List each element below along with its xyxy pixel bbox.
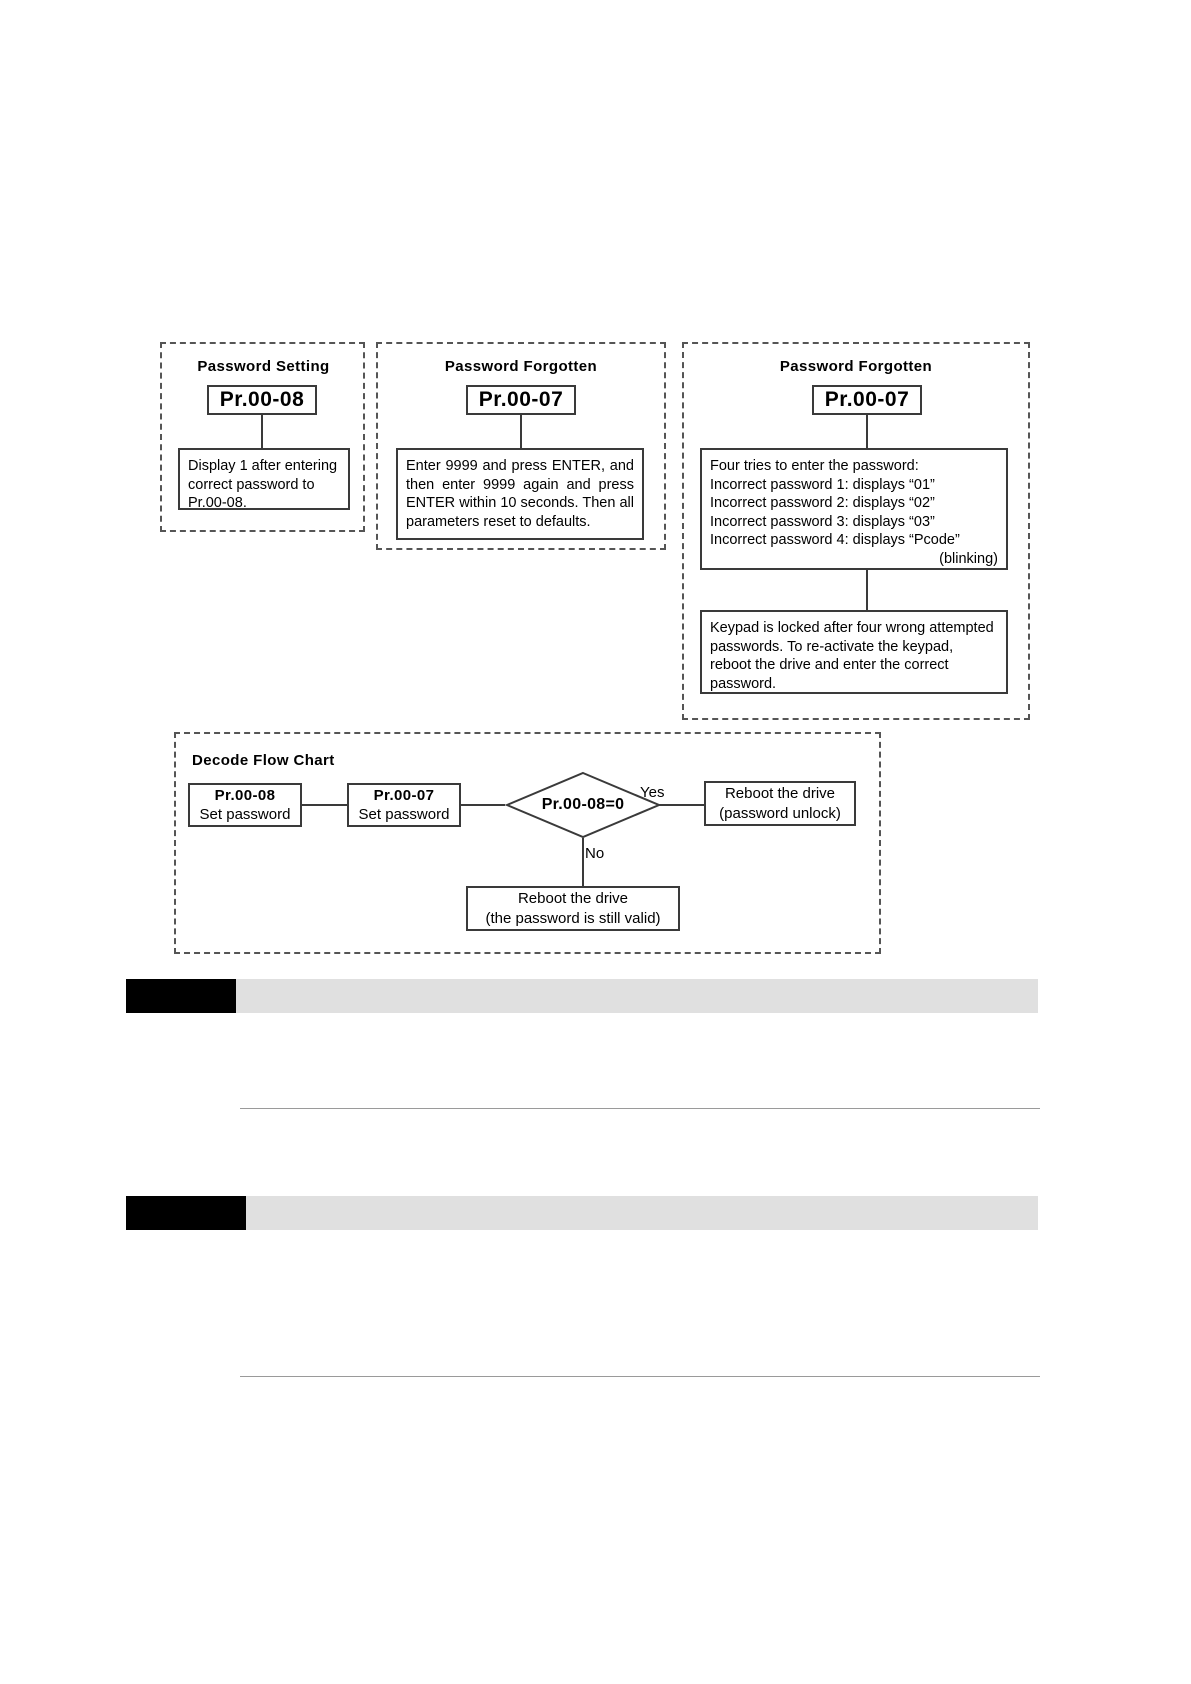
flow-node-reboot-password-valid: Reboot the drive (the password is still … <box>466 886 680 931</box>
flow-decision-pr0008-equals-zero: Pr.00-08=0 <box>504 771 662 839</box>
box-reset-instructions: Enter 9999 and press ENTER, and then ent… <box>396 448 644 540</box>
connector-pr0007-to-attempts <box>866 415 868 448</box>
connector-pr0007-to-reset-note <box>520 415 522 448</box>
section-bar-top-fill <box>236 979 1038 1013</box>
flow-no-line-2: (the password is still valid) <box>485 909 661 927</box>
horizontal-rule-1 <box>240 1108 1040 1109</box>
panel-password-forgotten-reset-title: Password Forgotten <box>444 358 598 375</box>
connector-decision-yes <box>659 804 704 806</box>
flow-node-1-parameter: Pr.00-08 <box>214 786 276 804</box>
section-bar-bottom-marker <box>126 1196 246 1230</box>
attempts-blinking-note: (blinking) <box>939 550 998 567</box>
connector-attempts-to-locked <box>866 570 868 610</box>
attempt-line-4: Incorrect password 4: displays “Pcode” <box>710 532 960 549</box>
panel-decode-flow-chart <box>174 732 881 954</box>
connector-decision-no <box>582 838 584 886</box>
flow-no-line-1: Reboot the drive <box>517 890 629 907</box>
box-parameter-pr0008: Pr.00-08 <box>207 385 317 415</box>
flow-decision-label: Pr.00-08=0 <box>541 796 625 813</box>
section-bar-bottom <box>126 1196 1038 1230</box>
attempts-heading: Four tries to enter the password: <box>710 458 919 474</box>
flow-node-set-password-pr0008: Pr.00-08 Set password <box>188 783 302 827</box>
flow-node-2-action: Set password <box>358 806 450 823</box>
section-bar-bottom-fill <box>246 1196 1038 1230</box>
flow-yes-line-1: Reboot the drive <box>724 785 836 802</box>
horizontal-rule-2 <box>240 1376 1040 1377</box>
panel-password-setting <box>160 342 365 532</box>
decode-flow-chart-title: Decode Flow Chart <box>192 752 335 769</box>
diamond-shape <box>504 771 662 839</box>
panel-password-forgotten-lock-title: Password Forgotten <box>779 358 933 375</box>
flow-yes-line-2: (password unlock) <box>719 804 841 822</box>
attempt-line-2: Incorrect password 2: displays “02” <box>710 495 935 512</box>
flow-node-2-parameter: Pr.00-07 <box>373 786 435 804</box>
section-bar-top <box>126 979 1038 1013</box>
attempt-line-1: Incorrect password 1: displays “01” <box>710 476 935 493</box>
panel-password-forgotten-reset <box>376 342 666 550</box>
connector-node1-node2 <box>302 804 347 806</box>
box-password-attempts: Four tries to enter the password: Incorr… <box>700 448 1008 570</box>
edge-label-no: No <box>585 845 605 862</box>
box-parameter-pr0007-lock: Pr.00-07 <box>812 385 922 415</box>
flow-node-set-password-pr0007: Pr.00-07 Set password <box>347 783 461 827</box>
connector-node2-decision <box>461 804 505 806</box>
box-keypad-locked: Keypad is locked after four wrong attemp… <box>700 610 1008 694</box>
panel-password-setting-title: Password Setting <box>197 358 330 375</box>
edge-label-yes: Yes <box>640 784 665 801</box>
flow-node-1-action: Set password <box>199 806 291 823</box>
flow-node-reboot-password-unlock: Reboot the drive (password unlock) <box>704 781 856 826</box>
connector-pr0008-to-note <box>261 415 263 448</box>
box-password-setting-note: Display 1 after entering correct passwor… <box>178 448 350 511</box>
box-parameter-pr0007-reset: Pr.00-07 <box>466 385 576 415</box>
panel-password-forgotten-lock <box>682 342 1030 720</box>
attempt-line-3: Incorrect password 3: displays “03” <box>710 513 935 530</box>
section-bar-top-marker <box>126 979 236 1013</box>
